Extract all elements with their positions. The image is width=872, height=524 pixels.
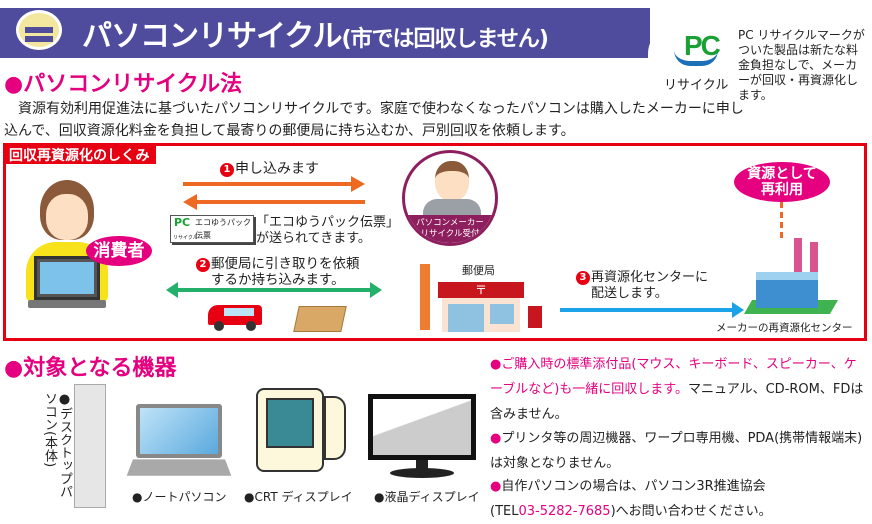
step3-number: 3 (576, 271, 590, 285)
note-bullet: ● (490, 479, 502, 494)
post-office-icon: 〒 (438, 282, 524, 332)
city-emblem-icon (16, 10, 62, 50)
note-excluded-text: プリンタ等の周辺機器、ワープロ専用機、PDA(携帯情報端末)は対象となりません。 (490, 431, 863, 471)
notebook-label: ●ノートパソコン (132, 490, 227, 504)
reuse-line2: 再利用 (761, 182, 803, 198)
desktop-tower-icon (74, 384, 106, 508)
postal-van-icon (208, 301, 264, 331)
recycle-swoosh-icon (674, 50, 718, 66)
slip-text-line2: が送られてきます。 (256, 231, 371, 246)
pc-mark-description: PC リサイクルマークがついた製品は新たな料金負担なしで、メーカーが回収・再資源… (738, 28, 865, 102)
title-suffix: (市では回収しません) (341, 27, 549, 52)
maker-reception-circle: パソコンメーカーリサイクル受付 (402, 150, 498, 246)
slip-text-line1: 「エコゆうパック伝票」 (256, 215, 400, 230)
recycling-factory-icon (743, 236, 839, 318)
note-accessories-highlight: ご購入時の標準添付品(マウス、キーボード、スピーカー、ケーブルなど)も一緒に回収… (490, 357, 857, 397)
slip-title: エコゆうパック (195, 218, 251, 227)
note-self-built: ●自作パソコンの場合は、パソコン3R推進協会(TEL03-5282-7685)へ… (490, 474, 865, 524)
post-office-label: 郵便局 (462, 264, 495, 277)
slip-return-arrow (183, 194, 365, 210)
step3-line1: 再資源化センターに (591, 270, 709, 285)
note-self-built-text: 自作パソコンの場合は、パソコン3R推進協会 (501, 479, 766, 494)
note-accessories-rest: マニュアル、CD-ROM、FDは含みません。 (490, 382, 864, 422)
step1-label: 申し込みます (235, 161, 319, 177)
flow-frame (3, 143, 867, 341)
step2-line1: 郵便局に引き取りを依頼 (211, 256, 360, 272)
pc-mark-label: リサイクル (664, 78, 729, 93)
reuse-bubble: 資源として再利用 (734, 162, 830, 202)
title-main: パソコンリサイクル (82, 19, 342, 54)
notebook-pc-icon (126, 400, 232, 480)
crt-label: ●CRT ディスプレイ (244, 490, 353, 504)
consumer-illustration (22, 180, 112, 320)
mailbox-icon (528, 306, 542, 328)
slip-pc-mark: PC (174, 216, 191, 229)
slip-description: 「エコゆうパック伝票」が送られてきます。 (256, 215, 399, 247)
apply-arrow (183, 176, 365, 192)
post-pillar-icon (420, 264, 430, 330)
reuse-line1: 資源として (747, 166, 817, 182)
pc-recycle-mark: PC リサイクル (648, 24, 734, 96)
recycling-center-label: メーカーの再資源化センター (716, 322, 853, 334)
header-band (0, 8, 650, 58)
maker-label-line2: リサイクル受付 (420, 229, 480, 239)
delivery-arrow (560, 302, 744, 318)
crt-display-icon (250, 386, 348, 484)
maker-label-line1: パソコンメーカー (416, 218, 484, 228)
consumer-label: 消費者 (86, 236, 152, 266)
slip-recycle-label: リサイクル (173, 235, 198, 241)
lcd-display-icon (368, 394, 476, 480)
note-bullet: ● (490, 357, 502, 372)
note-excluded-devices: ●プリンタ等の周辺機器、ワープロ専用機、PDA(携帯情報端末)は対象となりません… (490, 426, 865, 476)
note-included-accessories: ●ご購入時の標準添付品(マウス、キーボード、スピーカー、ケーブルなど)も一緒に回… (490, 352, 865, 427)
package-box-icon (293, 306, 347, 332)
flow-label: 回収再資源化のしくみ (3, 143, 156, 164)
targets-heading: ●対象となる機器 (4, 356, 177, 381)
note-bullet: ● (490, 431, 502, 446)
desktop-label: ●デスクトップパソコン(本体) (42, 392, 72, 498)
step2-number: 2 (196, 258, 210, 272)
lcd-label: ●液晶ディスプレイ (374, 490, 480, 504)
eco-yupack-slip: PC リサイクル エコゆうパック 伝票 (170, 215, 254, 243)
pickup-arrow (166, 282, 382, 298)
reuse-dotted-line (780, 202, 783, 238)
step3-line2: 配送します。 (591, 286, 668, 301)
step1-number: 1 (220, 163, 234, 177)
step2-line2: するか持ち込みます。 (211, 272, 345, 288)
law-body: 資源有効利用促進法に基づいたパソコンリサイクルです。家庭で使わなくなったパソコン… (4, 101, 744, 139)
page-title: パソコンリサイクル(市では回収しません) (82, 11, 549, 55)
law-heading: ●パソコンリサイクル法 (4, 72, 243, 97)
slip-subtitle: 伝票 (195, 231, 211, 240)
